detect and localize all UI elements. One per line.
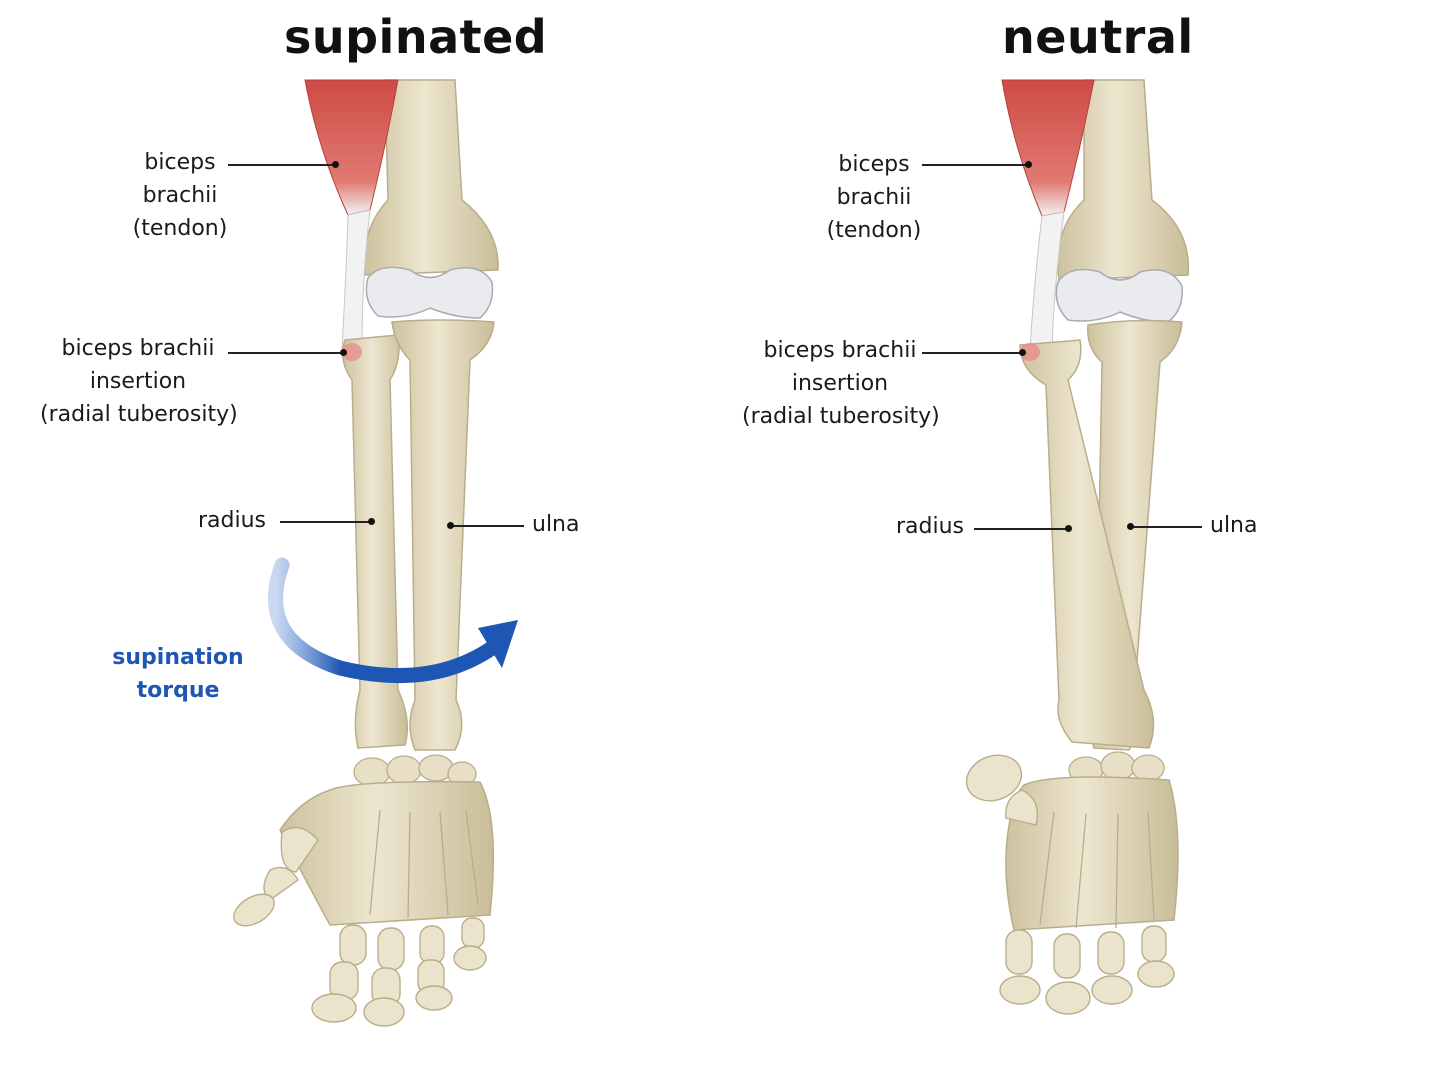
label-radius: radius bbox=[198, 508, 267, 533]
biceps-tendon bbox=[341, 209, 371, 349]
label-biceps-tendon: biceps brachii (tendon) bbox=[132, 150, 228, 241]
humerus-bone bbox=[363, 79, 499, 276]
label-insertion: biceps brachii insertion (radial tuberos… bbox=[40, 336, 238, 427]
finger-bones bbox=[999, 925, 1175, 1015]
ulna-bone bbox=[391, 319, 495, 751]
label-insertion: biceps brachii insertion (radial tuberos… bbox=[742, 338, 940, 429]
forearm-illustration-neutral bbox=[965, 79, 1190, 1015]
elbow-joint-cartilage bbox=[365, 266, 494, 319]
elbow-joint-cartilage bbox=[1055, 268, 1183, 323]
leader-dot bbox=[1065, 525, 1072, 532]
radial-tuberosity bbox=[342, 343, 362, 361]
leader-line bbox=[452, 525, 524, 527]
forearm-illustration-supinated bbox=[233, 79, 518, 1027]
panel-title: neutral bbox=[1002, 10, 1194, 64]
arrow-head bbox=[478, 620, 518, 668]
thumb-bones bbox=[233, 826, 319, 927]
label-ulna: ulna bbox=[1210, 513, 1258, 538]
biceps-muscle bbox=[304, 79, 399, 216]
leader-dot bbox=[447, 522, 454, 529]
finger-bones bbox=[311, 917, 487, 1027]
leader-line bbox=[280, 521, 372, 523]
leader-line bbox=[922, 164, 1028, 166]
biceps-muscle bbox=[1001, 79, 1095, 217]
radius-bone bbox=[341, 334, 409, 749]
leader-dot bbox=[1127, 523, 1134, 530]
leader-dot bbox=[1025, 161, 1032, 168]
metacarpals bbox=[279, 780, 495, 926]
leader-line bbox=[228, 352, 344, 354]
leader-line bbox=[922, 352, 1022, 354]
radial-tuberosity bbox=[1020, 343, 1040, 361]
thumb-bones bbox=[965, 754, 1039, 826]
panel-supinated: supinated bbox=[40, 10, 580, 1027]
metacarpal-lines bbox=[1039, 811, 1155, 929]
radius-bone bbox=[1019, 339, 1155, 749]
supination-arrow bbox=[268, 557, 500, 683]
metacarpal-lines bbox=[369, 809, 479, 919]
leader-dot bbox=[332, 161, 339, 168]
leader-line bbox=[974, 528, 1068, 530]
leader-line bbox=[228, 164, 336, 166]
panel-title: supinated bbox=[284, 10, 548, 64]
leader-line bbox=[1132, 526, 1202, 528]
panel-neutral: neutral bbox=[724, 0, 1448, 1086]
leader-dot bbox=[340, 349, 347, 356]
label-ulna: ulna bbox=[532, 512, 580, 537]
label-supination-torque: supination torque bbox=[112, 645, 244, 703]
label-radius: radius bbox=[896, 514, 965, 539]
leader-dot bbox=[368, 518, 375, 525]
humerus-bone bbox=[1057, 79, 1190, 281]
leader-dot bbox=[1019, 349, 1026, 356]
label-biceps-tendon: biceps brachii (tendon) bbox=[826, 152, 922, 243]
